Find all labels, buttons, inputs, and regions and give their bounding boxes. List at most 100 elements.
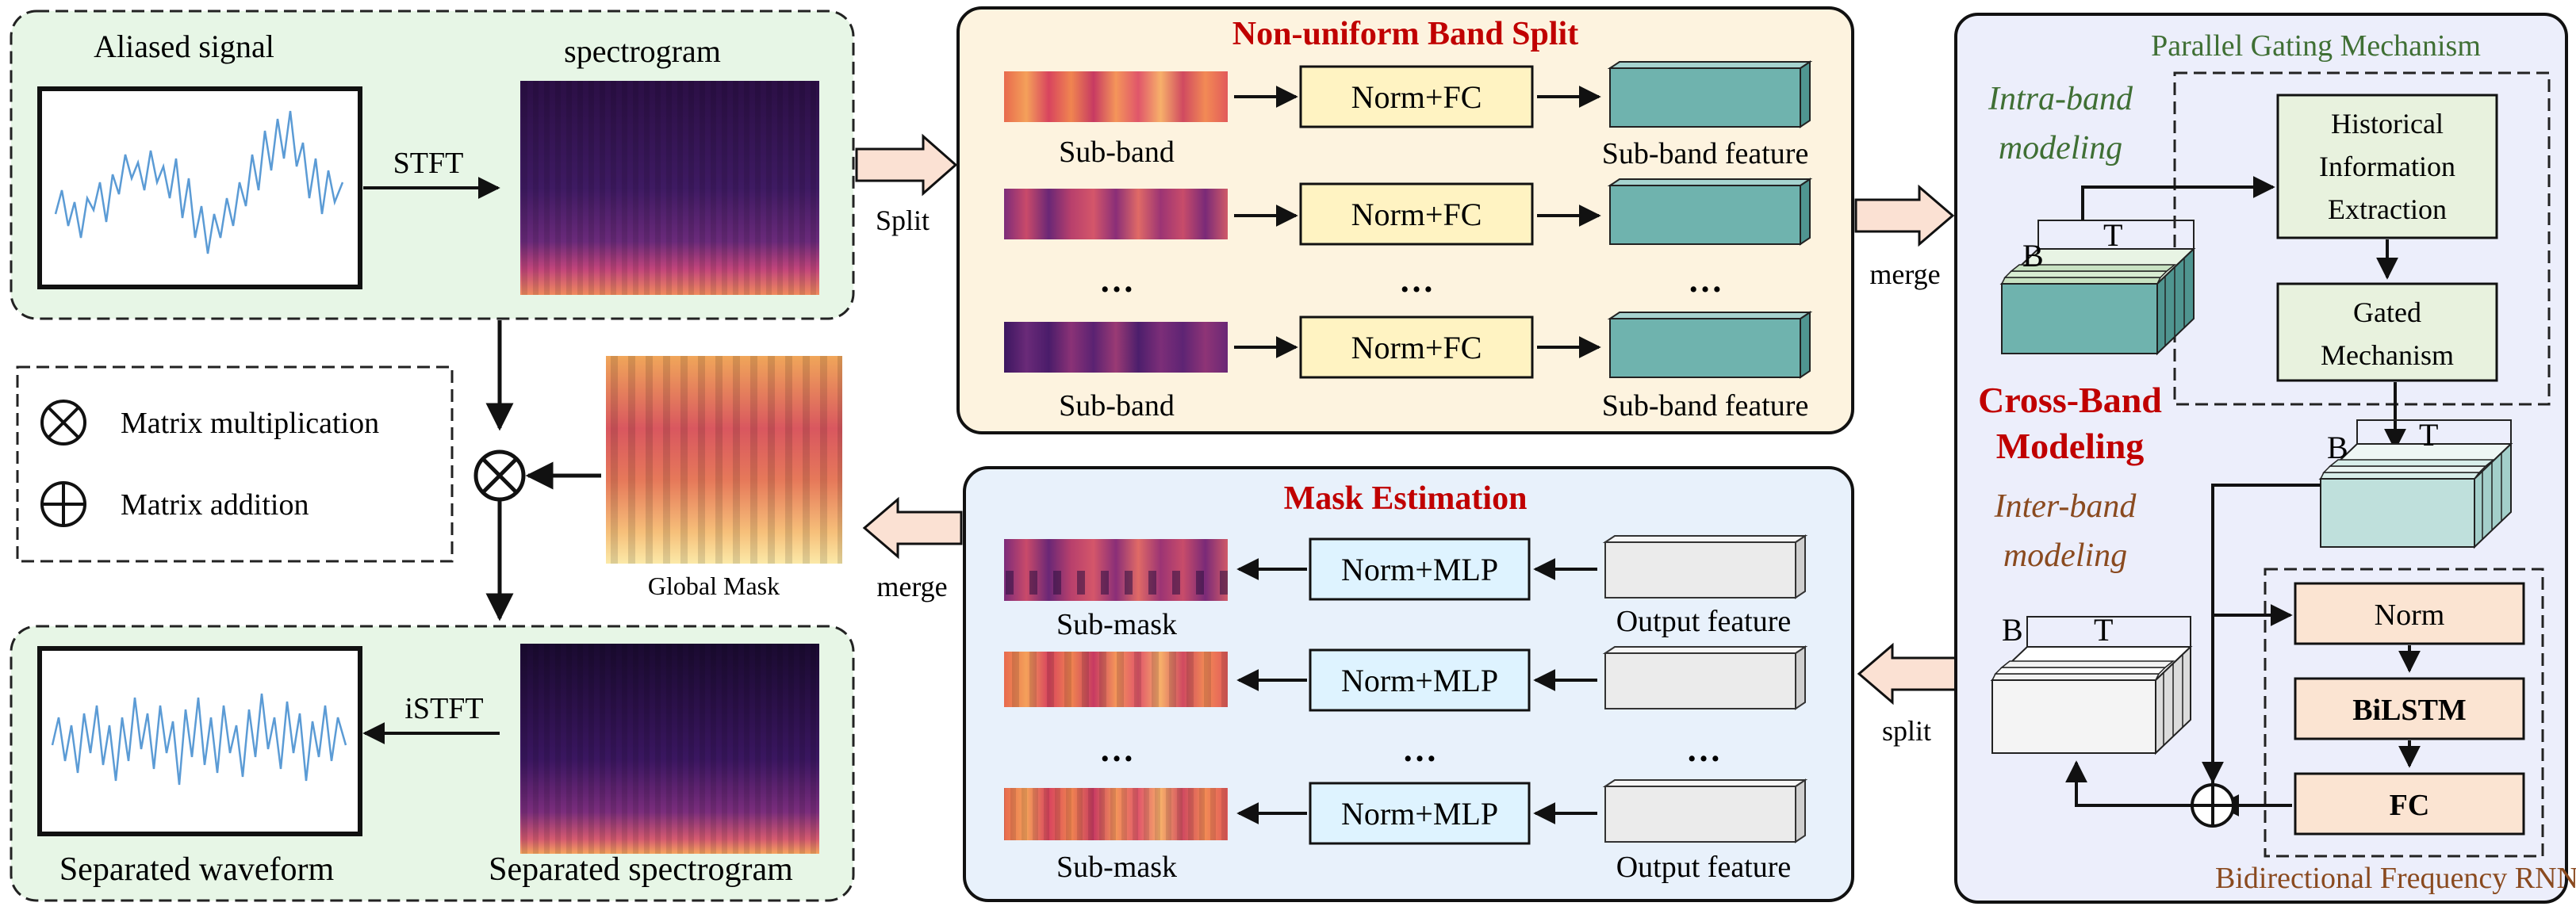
ellipsis-subband: … bbox=[1099, 261, 1134, 300]
inter-axis-t: T bbox=[2094, 612, 2113, 648]
output-feature-label-1: Output feature bbox=[1616, 605, 1792, 638]
norm-label: Norm bbox=[2375, 598, 2445, 632]
intra-axis-b: B bbox=[2022, 238, 2044, 273]
norm-fc-box-3 bbox=[1299, 316, 1534, 379]
merge-bottom-label: merge bbox=[876, 571, 947, 602]
middle-axis-b: B bbox=[2327, 430, 2348, 465]
norm-fc-box-1 bbox=[1299, 65, 1534, 128]
inter-band-line2: modeling bbox=[2003, 537, 2127, 574]
intra-axis-t: T bbox=[2103, 217, 2122, 253]
legend-matrix-multiplication: Matrix multiplication bbox=[121, 407, 379, 440]
separated-spectrogram-label: Separated spectrogram bbox=[489, 851, 793, 888]
inter-band-line1: Inter-band bbox=[1994, 488, 2137, 525]
bilstm-box bbox=[2294, 677, 2525, 740]
bilstm-label: BiLSTM bbox=[2352, 694, 2467, 727]
output-feature-block-3 bbox=[1602, 778, 1808, 843]
norm-fc-label-2: Norm+FC bbox=[1351, 197, 1482, 232]
band-split-title: Non-uniform Band Split bbox=[1232, 16, 1578, 52]
subband-label-3: Sub-band bbox=[1059, 389, 1175, 423]
spectrogram-label: spectrogram bbox=[564, 33, 721, 69]
norm-box bbox=[2294, 582, 2525, 645]
historical-line2: Information bbox=[2319, 151, 2455, 182]
separated-waveform-image bbox=[37, 646, 362, 836]
norm-mlp-box-2 bbox=[1309, 648, 1531, 712]
submask-strip-2 bbox=[1004, 652, 1228, 707]
subband-feature-block-3 bbox=[1607, 311, 1813, 379]
norm-mlp-box-3 bbox=[1309, 782, 1531, 845]
gated-mechanism-box bbox=[2276, 282, 2498, 382]
band-split-panel: Non-uniform Band Split Norm+FC Sub-band … bbox=[956, 6, 1854, 434]
intra-band-cube bbox=[1999, 220, 2196, 356]
historical-line3: Extraction bbox=[2328, 193, 2447, 225]
subband-feature-block-1 bbox=[1607, 60, 1813, 128]
subband-strip-1 bbox=[1004, 71, 1228, 122]
norm-fc-box-2 bbox=[1299, 182, 1534, 246]
output-feature-label-3: Output feature bbox=[1616, 851, 1792, 884]
split-arrow-bottom: split bbox=[1857, 642, 1957, 747]
submask-strip-1 bbox=[1004, 539, 1228, 601]
gating-dashed-box bbox=[2173, 71, 2551, 406]
subband-label-1: Sub-band bbox=[1059, 136, 1175, 169]
submask-label-3: Sub-mask bbox=[1056, 851, 1177, 884]
global-mask-image bbox=[606, 356, 842, 564]
subband-feature-label-3: Sub-band feature bbox=[1602, 389, 1809, 423]
istft-label: iSTFT bbox=[404, 692, 483, 725]
middle-axis-t: T bbox=[2419, 417, 2438, 453]
input-spectrogram-image bbox=[520, 81, 819, 295]
subband-strip-3 bbox=[1004, 322, 1228, 373]
submask-label-1: Sub-mask bbox=[1056, 608, 1177, 641]
submask-strip-3 bbox=[1004, 788, 1228, 840]
ellipsis-norm-fc: … bbox=[1399, 261, 1434, 300]
output-feature-block-1 bbox=[1602, 534, 1808, 599]
aliased-signal-waveform bbox=[37, 86, 362, 289]
norm-mlp-box-1 bbox=[1309, 537, 1531, 601]
aliased-signal-label: Aliased signal bbox=[94, 29, 274, 64]
cross-band-line1: Cross-Band bbox=[1978, 380, 2162, 420]
subband-feature-block-2 bbox=[1607, 178, 1813, 246]
inter-band-cube bbox=[1990, 616, 2193, 755]
cross-band-line2: Modeling bbox=[1996, 426, 2145, 466]
norm-mlp-label-1: Norm+MLP bbox=[1341, 552, 1498, 587]
intra-band-line1: Intra-band bbox=[1988, 81, 2133, 117]
fc-box bbox=[2294, 772, 2525, 836]
norm-mlp-label-3: Norm+MLP bbox=[1341, 796, 1498, 832]
legend-box: Matrix multiplication Matrix addition bbox=[16, 365, 454, 563]
subband-strip-2 bbox=[1004, 189, 1228, 239]
rnn-dashed-box bbox=[2264, 568, 2544, 858]
stft-label: STFT bbox=[393, 147, 464, 180]
ellipsis-submask: … bbox=[1099, 730, 1134, 769]
middle-feature-cube bbox=[2318, 419, 2513, 549]
ellipsis-feature: … bbox=[1688, 261, 1723, 300]
global-mask-label: Global Mask bbox=[648, 572, 780, 600]
historical-line1: Historical bbox=[2331, 108, 2444, 140]
ellipsis-norm-mlp: … bbox=[1402, 730, 1437, 769]
subband-feature-label-1: Sub-band feature bbox=[1602, 137, 1809, 170]
addition-operator-icon bbox=[2191, 783, 2235, 828]
norm-fc-label-3: Norm+FC bbox=[1351, 330, 1482, 365]
separated-waveform-label: Separated waveform bbox=[59, 851, 335, 888]
gated-line1: Gated bbox=[2353, 296, 2421, 328]
merge-arrow-bottom: merge bbox=[862, 496, 963, 602]
matrix-addition-icon bbox=[40, 481, 86, 527]
historical-extraction-box bbox=[2276, 94, 2498, 239]
output-panel: iSTFT Separated waveform Separated spect… bbox=[10, 625, 855, 902]
cross-band-panel: Parallel Gating Mechanism Intra-band mod… bbox=[1954, 13, 2576, 904]
split-bottom-label: split bbox=[1882, 715, 1931, 747]
legend-matrix-addition: Matrix addition bbox=[121, 488, 309, 522]
bidirectional-rnn-label: Bidirectional Frequency RNN bbox=[2215, 862, 2576, 895]
intra-band-line2: modeling bbox=[1999, 130, 2122, 166]
output-feature-block-2 bbox=[1602, 645, 1808, 710]
multiply-operator-icon bbox=[473, 449, 526, 502]
parallel-gating-label: Parallel Gating Mechanism bbox=[2151, 29, 2481, 63]
matrix-multiplication-icon bbox=[40, 400, 86, 446]
ellipsis-output-feature: … bbox=[1686, 730, 1721, 769]
norm-fc-label-1: Norm+FC bbox=[1351, 79, 1482, 115]
separated-spectrogram-image bbox=[520, 644, 819, 854]
mask-estimation-title: Mask Estimation bbox=[1284, 480, 1528, 517]
norm-mlp-label-2: Norm+MLP bbox=[1341, 663, 1498, 698]
inter-axis-b: B bbox=[2002, 612, 2023, 648]
split-top-label: Split bbox=[876, 205, 930, 236]
mask-estimation-panel: Mask Estimation Norm+MLP Sub-mask Output… bbox=[963, 466, 1854, 902]
input-panel: Aliased signal spectrogram STFT bbox=[10, 10, 855, 320]
